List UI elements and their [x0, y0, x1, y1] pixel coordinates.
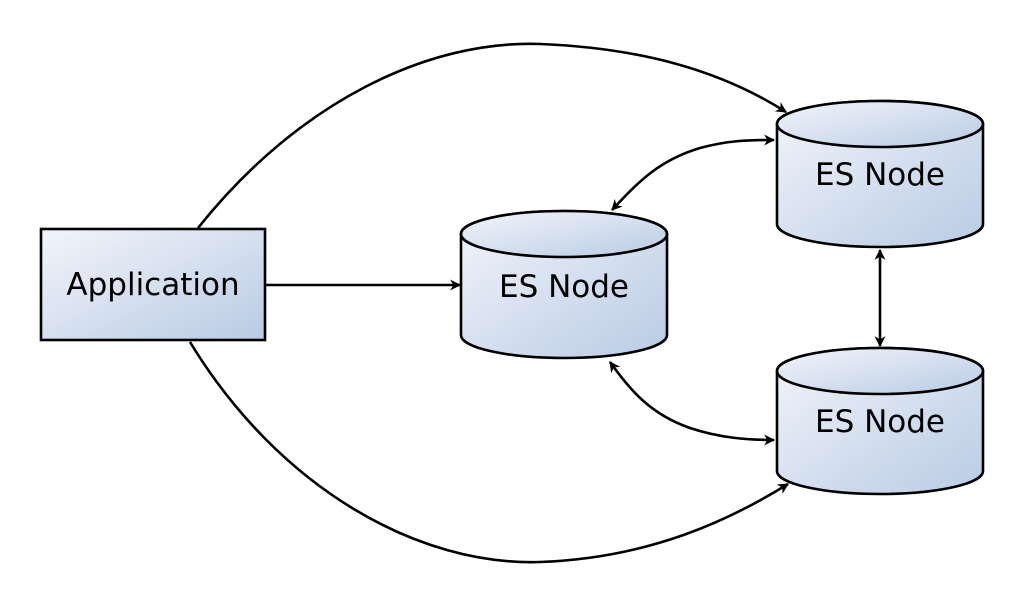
edge-es-center-to-es-top — [611, 134, 776, 211]
edge-application-to-es-top — [196, 42, 787, 229]
es-node-bottom: ES Node — [775, 346, 985, 496]
application-node: Application — [39, 227, 267, 342]
application-box — [39, 227, 267, 342]
es-node-center-label: ES Node — [499, 269, 629, 305]
es-node-top-label: ES Node — [815, 157, 945, 193]
edge-es-center-to-es-bottom — [608, 361, 776, 446]
es-node-top: ES Node — [775, 99, 985, 249]
es-node-top-top — [775, 99, 985, 149]
es-node-center-top — [459, 209, 669, 259]
edges — [188, 42, 886, 564]
application-label: Application — [66, 267, 239, 303]
es-node-bottom-top — [775, 346, 985, 396]
edge-application-to-es-bottom — [188, 341, 789, 564]
es-node-bottom-label: ES Node — [815, 404, 945, 440]
es-node-center: ES Node — [459, 209, 669, 360]
